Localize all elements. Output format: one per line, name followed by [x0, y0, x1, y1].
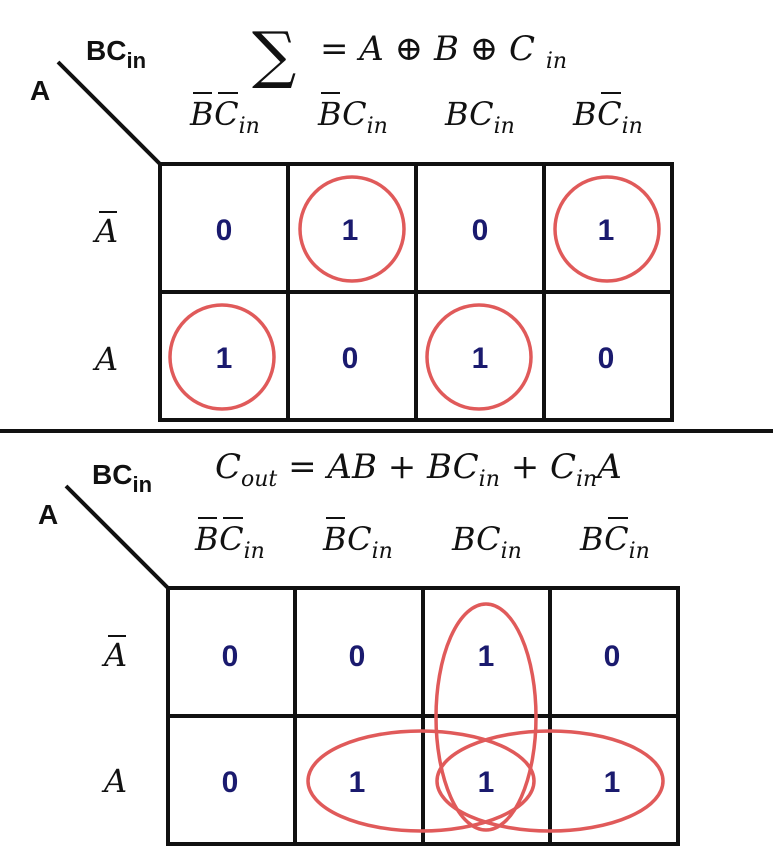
sum-corner-diagonal [56, 60, 162, 166]
svg-text:BCin: BCin [579, 520, 650, 564]
svg-text:BCin: BCin [322, 520, 393, 564]
sum-row-header-a: A [92, 340, 118, 378]
sum-cell-1-0: 1 [216, 342, 233, 375]
carry-group-horizontal-oval-right [435, 729, 665, 833]
sum-cell-1-1: 0 [342, 342, 359, 375]
sum-row-header-abar: A [92, 211, 118, 250]
svg-text:BCin: BCin [444, 95, 515, 139]
carry-cell-0-1: 0 [349, 640, 366, 673]
svg-text:BCin: BCin [572, 95, 643, 139]
carry-cell-0-2: 1 [478, 640, 495, 673]
sum-kmap: ∑ = A ⊕ B ⊕ C in BCin A BCin BCin BCin [30, 18, 674, 422]
sum-col-header-2: BCin [317, 92, 388, 139]
carry-cell-1-0: 0 [222, 766, 239, 799]
carry-grid [166, 586, 680, 846]
sum-corner-bc-label: BCin [86, 35, 146, 73]
sum-col-headers: BCin BCin BCin BCin [189, 92, 643, 139]
carry-col-header-1: BCin [194, 517, 265, 564]
sum-col-header-4: BCin [572, 92, 643, 139]
sum-cells: 0 1 0 1 1 0 1 0 [216, 214, 615, 375]
carry-col-headers: BCin BCin BCin BCin [194, 517, 650, 564]
sum-groups [168, 175, 661, 411]
carry-group-horizontal-oval-left [306, 729, 536, 833]
carry-col-header-2: BCin [322, 517, 393, 564]
sum-cell-1-3: 0 [598, 342, 615, 375]
sum-group-circle-4 [425, 303, 533, 411]
sum-row-headers: A A [92, 211, 118, 378]
carry-group-vertical-oval [434, 602, 538, 832]
sum-cell-0-0: 0 [216, 214, 233, 247]
carry-corner-a-label: A [38, 499, 58, 530]
sum-equation-rhs: = A ⊕ B ⊕ C [320, 29, 535, 69]
sum-group-circle-3 [168, 303, 276, 411]
carry-cell-1-1: 1 [349, 766, 366, 799]
carry-cell-0-0: 0 [222, 640, 239, 673]
carry-cell-1-3: 1 [604, 766, 621, 799]
sum-cell-0-3: 1 [598, 214, 615, 247]
sum-cell-0-2: 0 [472, 214, 489, 247]
carry-col-header-3: BCin [451, 520, 522, 564]
sum-col-header-3: BCin [444, 95, 515, 139]
carry-cells: 0 0 1 0 0 1 1 1 [222, 640, 621, 799]
carry-corner-bc-label: BCin [92, 459, 152, 497]
carry-groups [306, 602, 665, 833]
carry-cell-0-3: 0 [604, 640, 621, 673]
sum-group-circle-2 [553, 175, 661, 283]
carry-cell-1-2: 1 [478, 766, 495, 799]
sum-grid [158, 162, 674, 422]
carry-row-header-a: A [101, 762, 127, 800]
carry-row-headers: A A [101, 635, 127, 800]
sum-corner-a-label: A [30, 75, 50, 106]
sum-equation-sub: in [546, 49, 567, 74]
svg-text:BCin: BCin [194, 520, 265, 564]
sum-cell-1-2: 1 [472, 342, 489, 375]
sum-col-header-1: BCin [189, 92, 260, 139]
carry-col-header-4: BCin [579, 517, 650, 564]
carry-row-header-abar: A [101, 635, 127, 674]
sum-symbol: ∑ [252, 18, 296, 91]
sum-group-circle-1 [298, 175, 406, 283]
sum-cell-0-1: 1 [342, 214, 359, 247]
svg-text:BCin: BCin [451, 520, 522, 564]
svg-text:BCin: BCin [317, 95, 388, 139]
sum-equation: ∑ = A ⊕ B ⊕ C in [252, 18, 567, 91]
svg-text:A: A [101, 636, 127, 674]
carry-equation: Cout = AB + BCin + CinA [215, 447, 622, 492]
svg-text:A: A [92, 212, 118, 250]
carry-corner-diagonal [64, 484, 170, 590]
svg-text:BCin: BCin [189, 95, 260, 139]
carry-kmap: Cout = AB + BCin + CinA BCin A BCin BCin… [38, 447, 680, 846]
